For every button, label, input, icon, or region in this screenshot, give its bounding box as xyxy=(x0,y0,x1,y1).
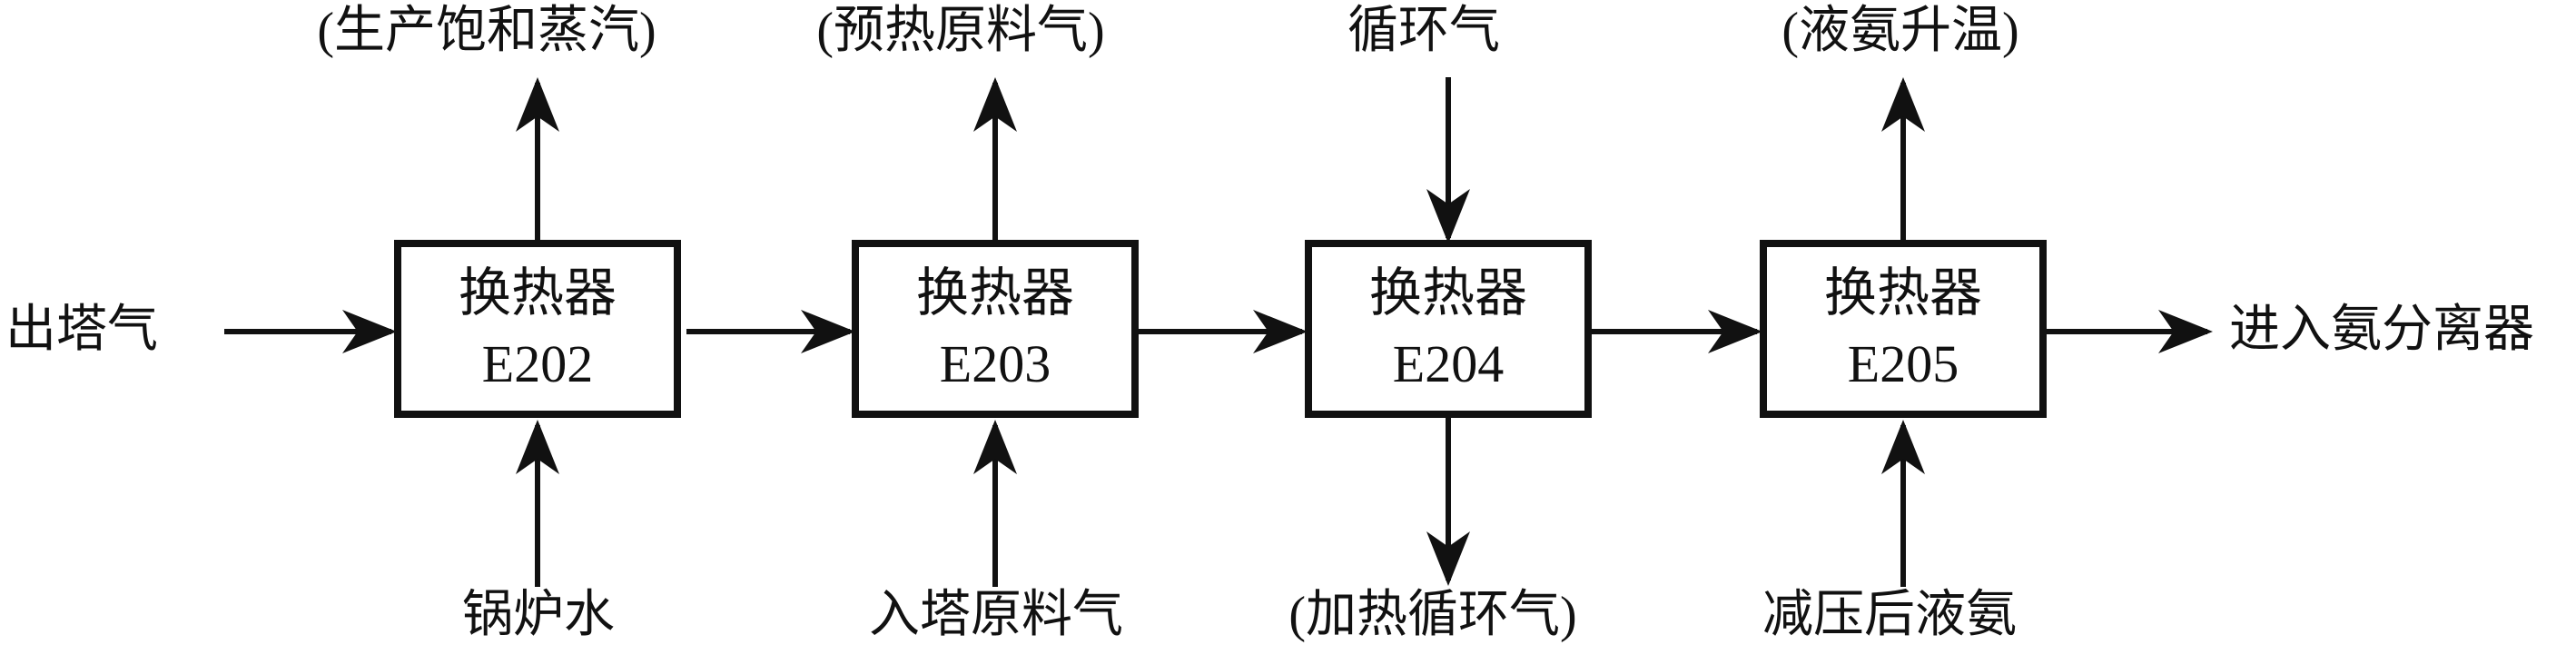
exchanger-tag: E205 xyxy=(1847,334,1959,393)
label-liquid-ammonia-warming: (液氨升温) xyxy=(1781,3,2019,59)
label-to-ammonia-separator: 进入氨分离器 xyxy=(2229,302,2534,358)
exchanger-box-e204: 换热器 E204 xyxy=(1305,240,1592,418)
label-recycle-gas: 循环气 xyxy=(1347,3,1500,59)
exchanger-name: 换热器 xyxy=(1368,263,1527,323)
exchanger-box-e203: 换热器 E203 xyxy=(852,240,1139,418)
exchanger-name: 换热器 xyxy=(1823,263,1982,323)
exchanger-box-e205: 换热器 E205 xyxy=(1760,240,2047,418)
label-depressurized-liquid-ammonia: 减压后液氨 xyxy=(1762,587,2017,643)
label-produce-saturated-steam: (生产饱和蒸汽) xyxy=(317,3,656,59)
label-preheat-feed-gas: (预热原料气) xyxy=(816,3,1105,59)
exchanger-name: 换热器 xyxy=(458,263,617,323)
exchanger-name: 换热器 xyxy=(915,263,1074,323)
label-boiler-water: 锅炉水 xyxy=(462,587,615,643)
label-tower-inlet-feed-gas: 入塔原料气 xyxy=(869,587,1123,643)
exchanger-tag: E202 xyxy=(481,334,594,393)
label-heated-recycle-gas: (加热循环气) xyxy=(1288,587,1577,643)
exchanger-tag: E203 xyxy=(939,334,1051,393)
exchanger-tag: E204 xyxy=(1392,334,1505,393)
exchanger-box-e202: 换热器 E202 xyxy=(394,240,681,418)
label-tower-outlet-gas: 出塔气 xyxy=(5,302,158,358)
